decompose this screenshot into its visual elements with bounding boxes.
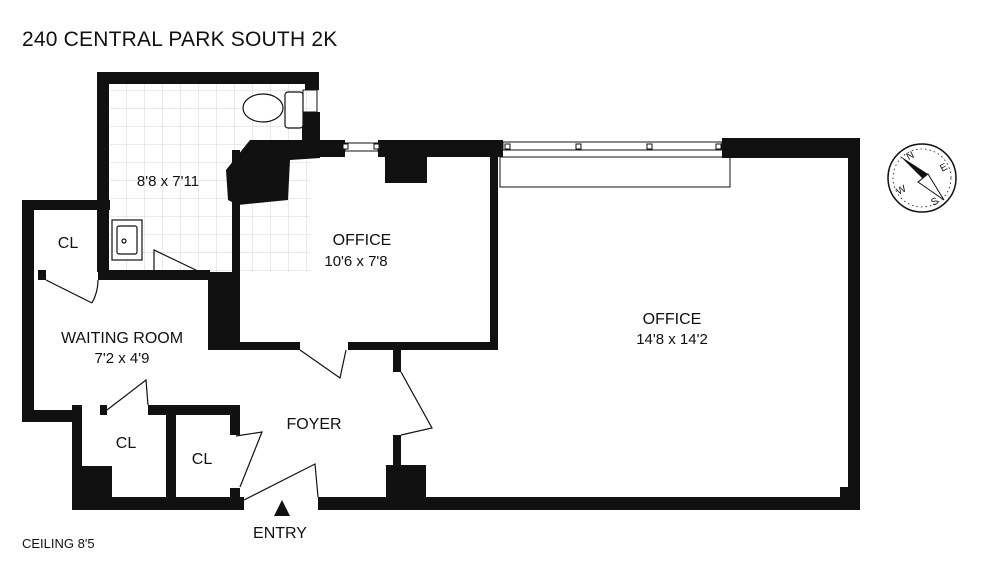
compass-n: N	[905, 150, 917, 163]
closet-bottom-left-label: CL	[116, 435, 137, 452]
bathroom-dims: 8'8 x 7'11	[137, 173, 199, 190]
toilet	[242, 91, 304, 129]
sink	[111, 219, 143, 261]
office-small-dims: 10'6 x 7'8	[324, 253, 387, 270]
doors	[45, 249, 433, 501]
compass-e: E	[938, 161, 949, 174]
entry-arrow-icon	[274, 500, 290, 516]
waiting-room-name: WAITING ROOM	[61, 330, 183, 347]
office-small-name: OFFICE	[333, 232, 392, 249]
compass-s: S	[929, 196, 940, 209]
plan-title: 240 CENTRAL PARK SOUTH 2K	[22, 28, 338, 51]
entry-label: ENTRY	[253, 525, 307, 542]
closet-top-label: CL	[58, 235, 79, 252]
closet-bottom-right-label: CL	[192, 451, 213, 468]
walls	[22, 72, 860, 510]
window-mullions	[342, 143, 722, 150]
waiting-room-dims: 7'2 x 4'9	[95, 350, 150, 367]
compass-icon: N E S W	[887, 143, 957, 213]
office-large-name: OFFICE	[643, 311, 702, 328]
foyer-label: FOYER	[286, 416, 341, 433]
windows	[302, 89, 731, 188]
office-large-dims: 14'8 x 14'2	[636, 331, 708, 348]
ceiling-height: CEILING 8'5	[22, 536, 95, 551]
